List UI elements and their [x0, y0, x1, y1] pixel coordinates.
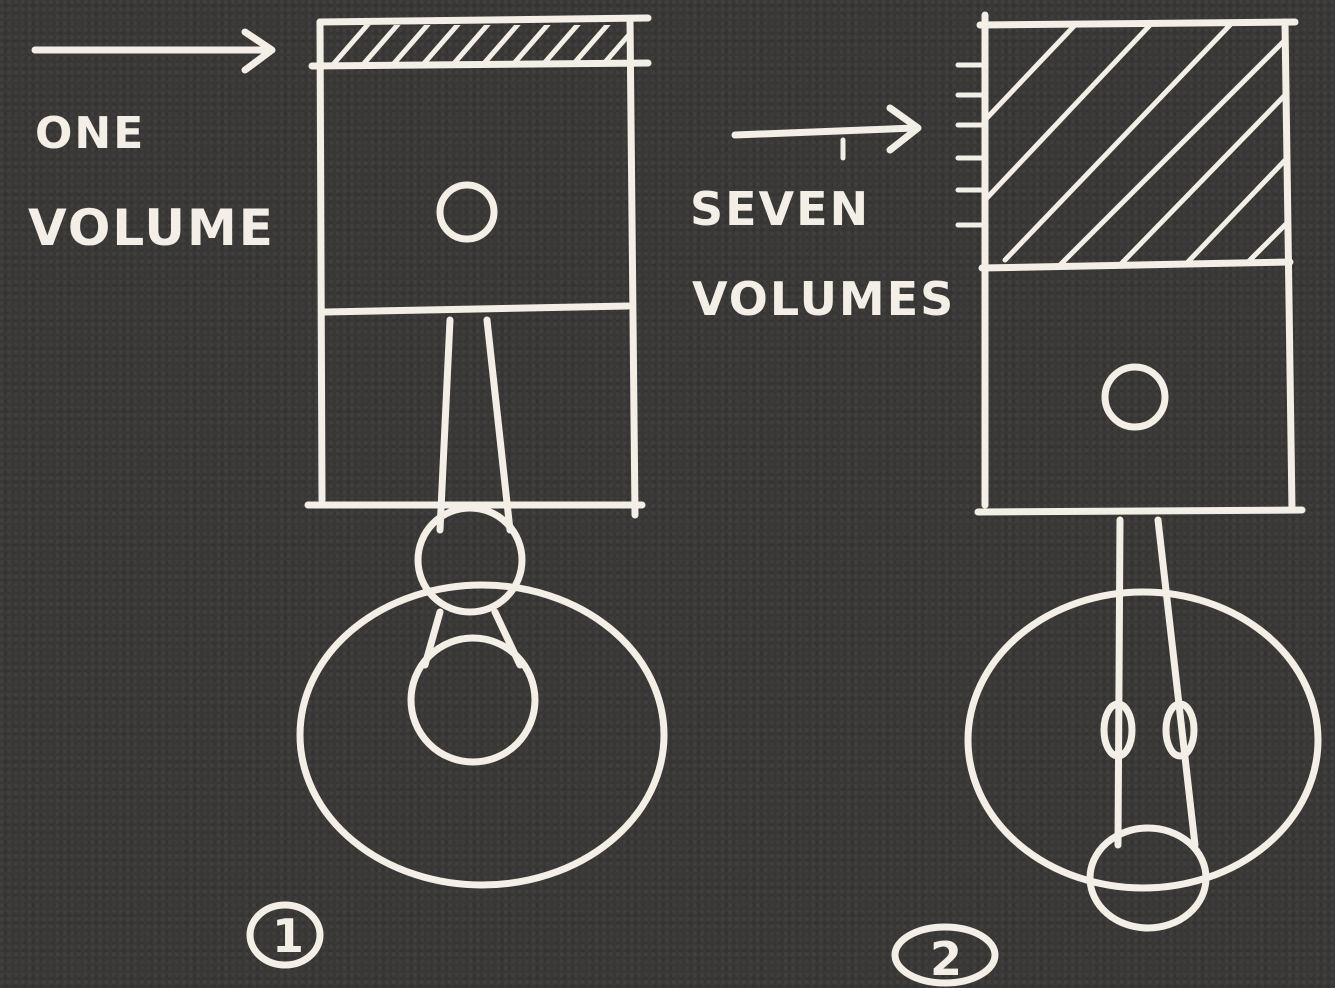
piston-top-1: [325, 306, 628, 312]
piston-top-2: [982, 262, 1290, 268]
label-volumes: VOLUMES: [692, 272, 955, 326]
cylinder-2: [978, 22, 1302, 512]
label-one: ONE: [35, 108, 145, 159]
cylinder-1: [308, 18, 648, 515]
figure-number-2: 2: [895, 927, 995, 986]
piston-diagram-2: SEVEN VOLUMES: [690, 15, 1318, 986]
piston-pin-2: [1105, 367, 1165, 427]
volume-scale-ticks: [958, 15, 985, 505]
piston-diagram-1: ONE VOLUME: [28, 18, 664, 965]
label-volume: VOLUME: [28, 199, 275, 257]
figure-number-1: 1: [250, 905, 320, 965]
figure-number-2-text: 2: [930, 932, 964, 986]
label-seven: SEVEN: [690, 182, 870, 236]
piston-pin-1: [440, 185, 494, 239]
crank-wheel-1: [300, 585, 664, 885]
intake-arrow-1: [35, 32, 272, 70]
connecting-rod-1: [411, 320, 535, 762]
figure-number-1-text: 1: [272, 909, 306, 963]
intake-arrow-2: [735, 108, 918, 158]
crank-wheel-2: [968, 592, 1318, 888]
connecting-rod-2: [1090, 520, 1206, 928]
compressed-gas-hatch-2: [985, 25, 1290, 265]
